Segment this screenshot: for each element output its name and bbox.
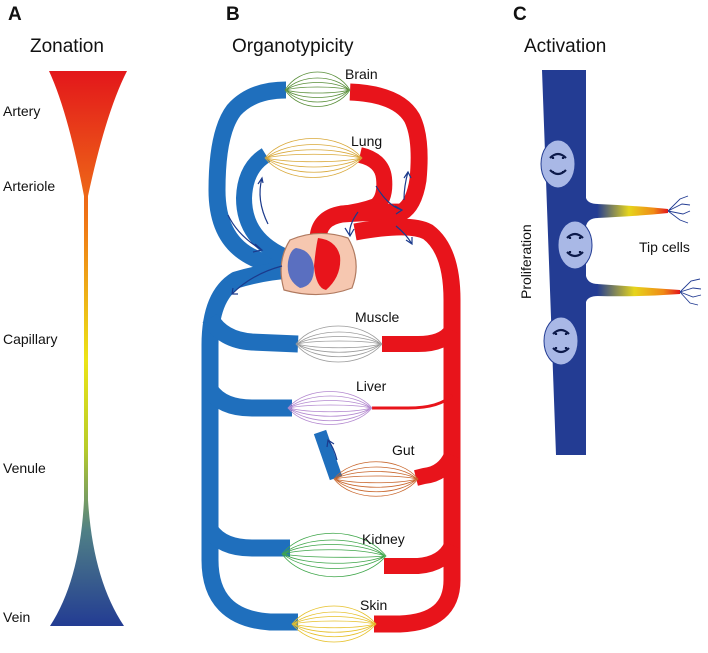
kidney-fibers: [282, 539, 386, 569]
organ-label-muscle: Muscle: [355, 309, 400, 325]
organ-label-gut: Gut: [392, 442, 415, 458]
heart-left-side: [314, 238, 341, 290]
proliferating-cell-1: [540, 139, 576, 189]
kidney-vein: [202, 524, 290, 557]
zone-label-venule: Venule: [3, 460, 46, 476]
lung-vein: [236, 148, 292, 266]
skin-fibers: [292, 611, 376, 638]
flow-arrows: [227, 170, 413, 461]
flow-arrow-5: [375, 185, 404, 215]
muscle-vein: [202, 313, 299, 353]
lung-outline: [264, 138, 363, 178]
panel-b: B Organotypicity: [201, 4, 461, 643]
hepatic-artery: [372, 393, 454, 410]
filopodia-upper: [667, 195, 691, 224]
brain-vein: [208, 81, 293, 277]
liver-fibers: [288, 395, 372, 422]
gut-artery: [414, 451, 460, 486]
muscle-outline: [295, 325, 383, 363]
venous-circulation: [201, 81, 343, 631]
organ-label-kidney: Kidney: [362, 531, 405, 547]
proliferation-label: Proliferation: [518, 224, 534, 299]
dividing-chromosomes-icon: [549, 152, 567, 176]
organ-label-skin: Skin: [360, 597, 387, 613]
brain-fibers: [285, 77, 350, 103]
gut-outline: [333, 461, 419, 497]
tip-cells-label: Tip cells: [639, 239, 690, 255]
filopodia-lower: [679, 278, 702, 306]
gut-fibers: [334, 466, 418, 493]
flow-arrow-4: [344, 211, 359, 238]
muscle-artery: [382, 325, 459, 352]
panel-b-letter: B: [226, 4, 240, 25]
cell-body: [557, 220, 593, 270]
organ-label-lung: Lung: [351, 133, 382, 149]
dividing-chromosomes-icon: [566, 232, 584, 258]
liver-vein: [202, 384, 292, 417]
kidney-artery: [384, 541, 460, 574]
heart: [280, 232, 357, 296]
panel-c-title: Activation: [524, 36, 606, 57]
proliferating-cell-2: [557, 220, 593, 270]
flow-arrow-7: [395, 225, 413, 246]
dividing-chromosomes-icon: [552, 328, 570, 354]
organ-kidney: [281, 532, 387, 578]
panel-c: C Activation Proliferation Tip cells: [513, 4, 702, 455]
lung-fibers: [265, 144, 362, 173]
organ-skin: [291, 605, 377, 643]
zone-label-vein: Vein: [3, 609, 30, 625]
zone-label-arteriole: Arteriole: [3, 178, 55, 194]
portal-vein: [313, 429, 343, 481]
arterial-circulation: [309, 83, 461, 633]
skin-outline: [291, 605, 377, 643]
organ-gut: [333, 461, 419, 497]
sprout-lower: [597, 284, 680, 297]
muscle-fibers: [296, 331, 382, 358]
zonation-gradient-vessel: [49, 71, 127, 626]
heart-right-side: [287, 248, 314, 288]
organ-muscle: [295, 325, 383, 363]
zone-label-artery: Artery: [3, 103, 40, 119]
sprout-upper: [597, 204, 668, 218]
flow-arrow-8: [326, 438, 338, 461]
organ-lung: [264, 138, 363, 178]
organ-liver: [287, 391, 373, 425]
organ-label-brain: Brain: [345, 66, 378, 82]
panel-a: A Zonation Artery Arteriole Capillary Ve…: [3, 4, 127, 626]
cell-body: [540, 139, 576, 189]
flow-arrow-1: [227, 214, 264, 253]
panel-b-title: Organotypicity: [232, 36, 354, 57]
panel-c-letter: C: [513, 4, 527, 25]
aorta-trunk: [353, 218, 461, 633]
zone-label-capillary: Capillary: [3, 331, 57, 347]
liver-outline: [287, 391, 373, 425]
kidney-outline: [281, 532, 387, 578]
panel-a-title: Zonation: [30, 36, 104, 57]
proliferating-cell-3: [543, 316, 579, 366]
cell-body: [543, 316, 579, 366]
panel-a-letter: A: [8, 4, 22, 25]
organ-label-liver: Liver: [356, 378, 387, 394]
flow-arrow-2: [257, 176, 269, 225]
brain-outline: [284, 71, 351, 107]
flow-arrow-3: [231, 265, 283, 295]
organ-brain: [284, 71, 351, 107]
brain-artery: [309, 83, 428, 263]
tip-cell-filopodia: [667, 195, 702, 306]
flow-arrow-6: [403, 170, 412, 201]
